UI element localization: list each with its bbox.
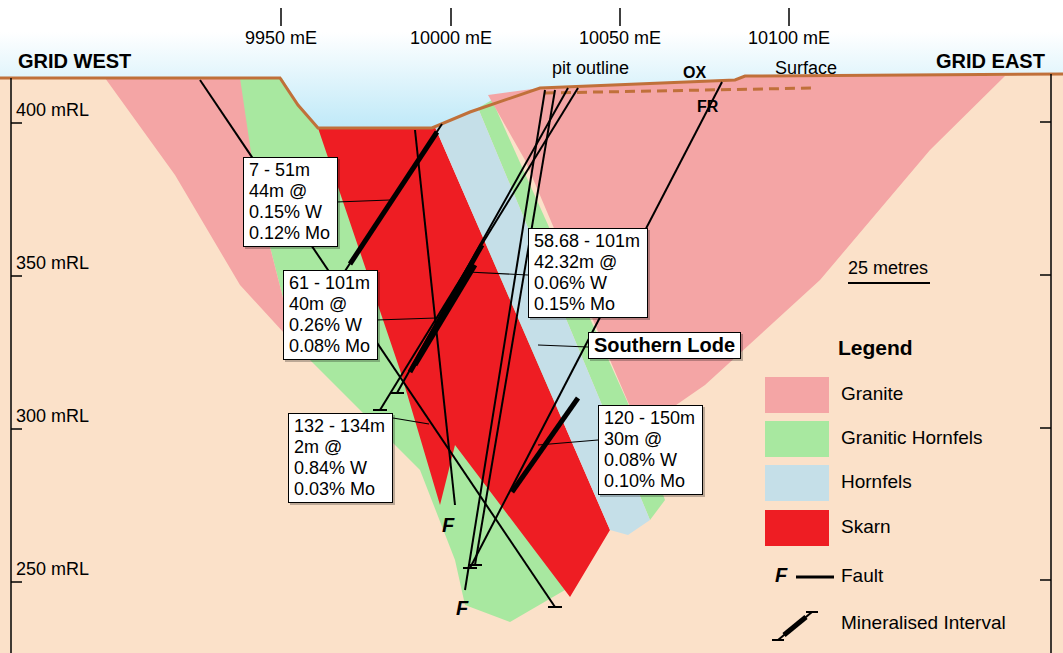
- rl-label: 250 mRL: [16, 559, 89, 580]
- fault-label: F: [456, 597, 468, 620]
- surface-line-part: [0, 74, 1063, 128]
- fresh-label: FR: [697, 98, 718, 116]
- oxide-label: OX: [683, 64, 706, 82]
- legend-text: Granite: [841, 383, 903, 405]
- easting-label: 10050 mE: [579, 28, 661, 49]
- mineralised-interval-part: [350, 132, 437, 264]
- rl-label: 400 mRL: [16, 100, 89, 121]
- assay-text: 120 - 150m 30m @ 0.08% W 0.10% Mo: [604, 408, 697, 492]
- assay-text: 61 - 101m 40m @ 0.26% W 0.08% Mo: [289, 273, 372, 357]
- legend-fault-symbol: F: [775, 564, 787, 587]
- scale-bar-part: [848, 282, 930, 284]
- legend-text: Hornfels: [841, 471, 912, 493]
- frame: [11, 8, 1051, 653]
- frame-part: [619, 8, 621, 26]
- assay-callout: 7 - 51m 44m @ 0.15% W 0.12% Mo: [243, 157, 338, 247]
- faults: [415, 90, 545, 590]
- surface-label: Surface: [775, 58, 837, 79]
- rl-label: 350 mRL: [16, 253, 89, 274]
- scale-label: 25 metres: [848, 258, 928, 279]
- frame-part: [1040, 427, 1051, 429]
- legend-samples: [772, 577, 834, 640]
- easting-label: 10100 mE: [748, 28, 830, 49]
- assay-text: 58.68 - 101m 42.32m @ 0.06% W 0.15% Mo: [534, 231, 642, 315]
- legend-text: Fault: [841, 565, 883, 587]
- lode-label-box: Southern Lode: [588, 332, 741, 359]
- pit-label: pit outline: [552, 58, 629, 79]
- frame-part: [10, 78, 12, 653]
- assay-callout: 58.68 - 101m 42.32m @ 0.06% W 0.15% Mo: [528, 228, 648, 318]
- legend-text: Mineralised Interval: [841, 612, 1006, 634]
- frame-part: [11, 275, 22, 277]
- frame-part: [1040, 579, 1051, 581]
- rl-label: 300 mRL: [16, 406, 89, 427]
- surface-line-part: [545, 88, 815, 93]
- lode-name: Southern Lode: [594, 335, 735, 356]
- leader-line-part: [393, 418, 429, 424]
- frame-part: [11, 122, 22, 124]
- leader-line-part: [468, 272, 528, 275]
- assay-callout: 132 - 134m 2m @ 0.84% W 0.03% Mo: [288, 413, 393, 503]
- frame-part: [788, 8, 790, 26]
- frame-part: [280, 8, 282, 26]
- assay-callout: 120 - 150m 30m @ 0.08% W 0.10% Mo: [598, 405, 703, 495]
- surface-line: [0, 74, 1063, 128]
- grid-direction: GRID EAST: [936, 50, 1045, 73]
- assay-text: 7 - 51m 44m @ 0.15% W 0.12% Mo: [249, 160, 332, 244]
- granite-unit: [488, 76, 1005, 430]
- frame-part: [11, 581, 22, 583]
- frame-part: [450, 8, 452, 26]
- legend-sample-part: [806, 611, 818, 613]
- grid-direction: GRID WEST: [18, 50, 131, 73]
- drill-hole-part: [373, 409, 387, 411]
- frame-part: [1040, 121, 1051, 123]
- drill-hole-part: [548, 606, 562, 608]
- drill-hole-part: [200, 80, 555, 607]
- drill-hole-part: [463, 567, 477, 569]
- legend-swatch: [765, 377, 829, 413]
- legend-sample-part: [772, 639, 784, 641]
- drill-hole-part: [475, 90, 555, 565]
- legend-sample-part: [778, 612, 812, 640]
- drill-hole-part: [390, 392, 404, 394]
- mineralised-interval-part: [415, 265, 475, 365]
- scale-bar: [848, 282, 930, 284]
- frame-part: [1040, 274, 1051, 276]
- easting-label: 10000 mE: [410, 28, 492, 49]
- assay-callout: 61 - 101m 40m @ 0.26% W 0.08% Mo: [283, 270, 378, 360]
- frame-part: [1050, 74, 1052, 653]
- leader-line-part: [538, 440, 598, 445]
- legend-sample-part: [796, 576, 834, 579]
- legend-swatch: [765, 465, 829, 501]
- legend-swatch: [765, 510, 829, 546]
- fault-part: [465, 90, 545, 590]
- leader-line-part: [538, 345, 588, 347]
- frame-part: [11, 428, 22, 430]
- leader-line-part: [336, 200, 390, 202]
- legend-sample-part: [784, 617, 806, 635]
- legend-swatch: [765, 421, 829, 457]
- legend-text: Granitic Hornfels: [841, 427, 983, 449]
- geology: [105, 76, 1005, 622]
- legend-text: Skarn: [841, 516, 891, 538]
- fault-label: F: [442, 514, 454, 537]
- assay-text: 132 - 134m 2m @ 0.84% W 0.03% Mo: [294, 416, 387, 500]
- leader-line-part: [376, 318, 436, 320]
- easting-label: 9950 mE: [245, 28, 317, 49]
- mineralised-interval-part: [410, 245, 482, 372]
- legend-title: Legend: [838, 336, 913, 360]
